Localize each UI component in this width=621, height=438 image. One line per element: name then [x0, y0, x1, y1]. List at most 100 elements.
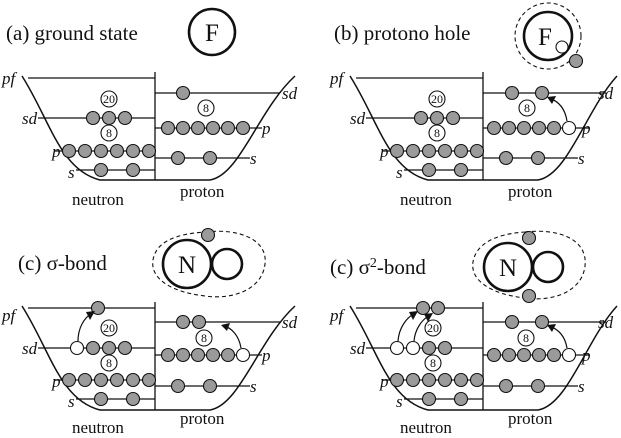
panel-c: (c) σ-bond N pf sd p s sd p s neutron pr… [1, 227, 298, 437]
panel-a-label-sd-right: sd [282, 84, 298, 103]
proton [175, 347, 191, 363]
panel-c-proton-label: proton [180, 409, 225, 428]
panel-a-magic-8p: 8 [203, 101, 209, 115]
panel-b-magic-20: 20 [431, 92, 443, 106]
panel-b-arrowhead [547, 96, 556, 104]
neutron [109, 143, 125, 159]
panel-c-label-pf: pf [1, 306, 18, 325]
panel-d-neutron-arrowhead-1 [409, 311, 418, 320]
neutron [125, 372, 141, 388]
panel-d-protons [486, 314, 577, 394]
proton [530, 150, 546, 166]
panel-a-core-circle [187, 7, 237, 57]
panel-d-core-label: N [499, 255, 517, 282]
panel-c-magic-20: 20 [103, 321, 115, 335]
proton-hole [561, 347, 577, 363]
panel-a-title: (a) ground state [6, 21, 138, 45]
proton [546, 120, 562, 136]
panel-c-title-prefix: (c) [18, 251, 47, 275]
neutron [117, 110, 133, 126]
neutron [430, 300, 446, 316]
proton [202, 150, 218, 166]
neutron [421, 143, 437, 159]
neutron [405, 143, 421, 159]
panel-c-label-sd-right: sd [282, 313, 298, 332]
proton [175, 314, 191, 330]
panel-a-proton-label: proton [180, 182, 225, 201]
panel-b-core-diagram: F [514, 2, 584, 70]
panel-a-magic-8p-ring [197, 99, 215, 117]
proton [191, 314, 207, 330]
proton [498, 378, 514, 394]
panel-d: (c) σ2-bond N pf sd p s sd p s neutron p… [329, 230, 618, 437]
panel-d-label-p-left: p [379, 372, 389, 391]
panel-d-magic-20-ring [424, 319, 442, 337]
panel-c-core-neutron [200, 227, 216, 243]
panel-d-label-sd-left: sd [350, 339, 366, 358]
proton [534, 314, 550, 330]
proton [202, 378, 218, 394]
panel-a-label-s-right: s [250, 149, 257, 168]
panel-a-proton-well [155, 75, 296, 181]
neutron [101, 340, 117, 356]
panel-a-magic-8n: 8 [106, 126, 112, 140]
panel-c-label-s-right: s [250, 377, 257, 396]
panel-b-neutron-well [349, 75, 483, 181]
panel-a-protons [160, 85, 251, 166]
panel-a-neutron-well [21, 75, 155, 181]
panel-d-magic-8p: 8 [523, 331, 529, 345]
neutron [93, 162, 109, 178]
neutron [141, 372, 157, 388]
panel-b-magic-8p-ring [518, 99, 536, 117]
panel-d-neutron-label: neutron [400, 418, 452, 437]
neutron [389, 372, 405, 388]
neutron [453, 391, 469, 407]
panel-a-label-pf: pf [1, 69, 18, 88]
neutron-hole [69, 340, 85, 356]
panel-c-label-p-left: p [51, 372, 61, 391]
panel-d-magic-8p-ring [517, 329, 535, 347]
panel-b-core-label: F [538, 24, 552, 51]
neutron [421, 372, 437, 388]
panel-b-label-sd-left: sd [350, 109, 366, 128]
neutron [77, 143, 93, 159]
panel-c-title-suffix: -bond [58, 251, 107, 275]
panel-d-label-pf: pf [329, 306, 346, 325]
neutron [453, 162, 469, 178]
panel-d-label-s-right: s [578, 377, 585, 396]
neutron [405, 372, 421, 388]
proton [531, 120, 547, 136]
panel-b-core-hole [555, 40, 569, 54]
proton [498, 150, 514, 166]
panel-d-magic-8n-ring [424, 354, 442, 372]
proton-hole [235, 347, 251, 363]
proton [190, 120, 206, 136]
panel-d-neutron-arrowhead-2 [424, 313, 433, 322]
neutron [125, 162, 141, 178]
proton [170, 378, 186, 394]
panel-b-label-s-left: s [396, 163, 403, 182]
panel-d-core-neutron-bottom [521, 288, 537, 304]
panel-c-magic-8p: 8 [201, 331, 207, 345]
panel-d-title-suffix: -bond [377, 255, 426, 279]
panel-a: (a) ground state F pf sd p s sd p s neut… [1, 7, 298, 209]
panel-d-proton-label: proton [508, 409, 553, 428]
panel-d-title: (c) σ2-bond [330, 255, 426, 279]
panel-c-magic-20-ring [100, 319, 118, 337]
neutron [85, 340, 101, 356]
neutron [109, 372, 125, 388]
proton [235, 120, 251, 136]
panel-b-proton-label: proton [508, 182, 553, 201]
panel-a-core-diagram: F [187, 7, 237, 57]
panel-c-neutron-well [21, 305, 155, 411]
neutron [437, 340, 453, 356]
proton [175, 85, 191, 101]
panel-b-dashed-halo [514, 2, 582, 70]
panel-a-label-p-left: p [51, 142, 61, 161]
neutron [421, 340, 437, 356]
panel-a-neutron-label: neutron [72, 190, 124, 209]
panel-d-label-p-right: p [581, 346, 591, 365]
panel-a-neutrons [61, 110, 157, 178]
neutron-hole [389, 340, 405, 356]
